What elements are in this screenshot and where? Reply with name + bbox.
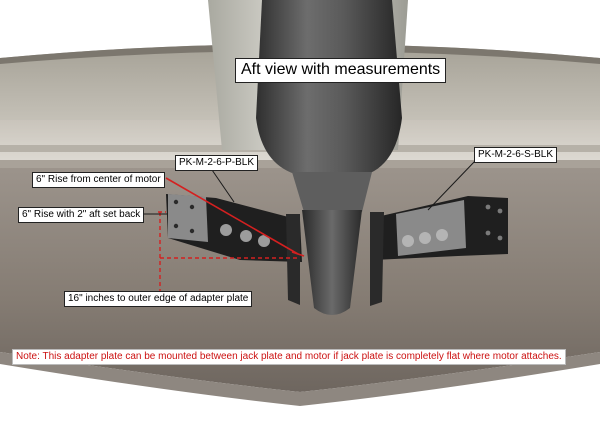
rise-center-label: 6" Rise from center of motor: [32, 172, 165, 188]
rise-setback-label: 6" Rise with 2" aft set back: [18, 207, 145, 223]
outer-edge-label: 16" inches to outer edge of adapter plat…: [64, 291, 253, 307]
motor-midsection: [292, 172, 372, 212]
port-bolt-2: [189, 204, 195, 210]
port-vertical-flange: [286, 214, 300, 305]
starboard-hole-2: [419, 232, 431, 244]
port-bolt-4: [189, 228, 195, 234]
mounting-note: Note: This adapter plate can be mounted …: [12, 349, 566, 365]
port-plate-face: [168, 194, 208, 242]
port-hole-3: [258, 235, 270, 247]
starboard-vertical-flange: [370, 212, 384, 306]
starboard-bolt-1: [485, 204, 491, 210]
part-label-port: PK-M-2-6-P-BLK: [175, 155, 259, 171]
starboard-bolt-3: [485, 230, 491, 236]
starboard-hole-3: [436, 229, 448, 241]
port-hole-2: [240, 230, 252, 242]
port-bolt-3: [173, 223, 179, 229]
rise-center-tick: [291, 251, 305, 257]
part-port-leader: [209, 166, 235, 203]
port-bolt-1: [173, 199, 179, 205]
starboard-bolt-2: [497, 208, 503, 214]
rise-center-leader: [165, 177, 299, 255]
part-starboard-leader: [427, 159, 477, 211]
starboard-hole-1: [402, 235, 414, 247]
hull-gunwale: [0, 44, 600, 64]
part-label-starboard: PK-M-2-6-S-BLK: [474, 147, 558, 163]
starboard-bolt-4: [497, 235, 503, 241]
motor-cowling: [256, 0, 402, 175]
hull-bottom-edge: [0, 352, 600, 406]
diagram-title: Aft view with measurements: [235, 58, 447, 83]
port-hole-1: [220, 224, 232, 236]
motor-shaft: [302, 210, 362, 315]
